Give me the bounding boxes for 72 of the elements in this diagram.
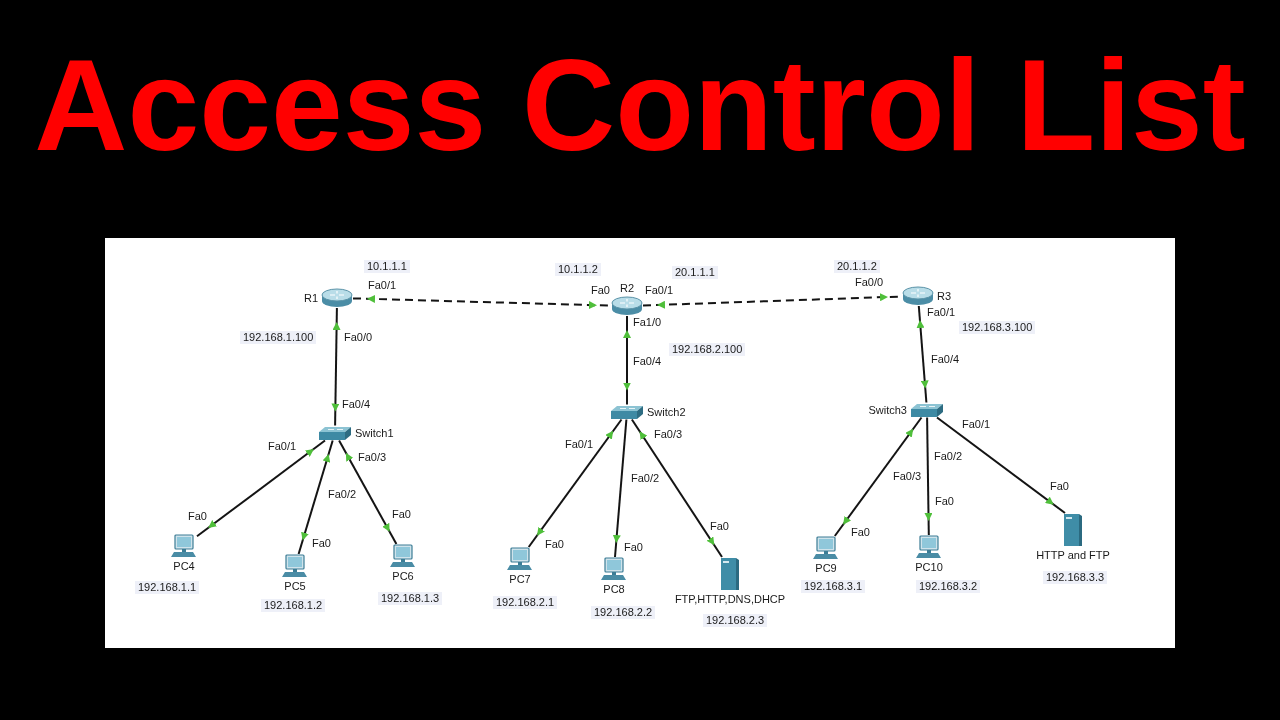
- connection-line: [924, 416, 933, 536]
- port-label: Fa0/4: [931, 353, 960, 366]
- ip-address-label: 192.168.2.100: [669, 343, 746, 356]
- device-label: FTP,HTTP,DNS,DHCP: [674, 593, 786, 606]
- device-label: R2: [619, 282, 635, 295]
- port-label: Fa0: [935, 495, 954, 508]
- device-label: Switch2: [647, 405, 686, 419]
- port-label: Fa0: [392, 508, 411, 521]
- ip-address-label: 192.168.1.3: [378, 592, 443, 605]
- port-label: Fa0: [591, 284, 610, 297]
- device-label: PC6: [392, 570, 414, 583]
- device-label: PC9: [815, 562, 837, 575]
- connection-line: [623, 315, 631, 406]
- port-label: Fa0/2: [934, 450, 963, 463]
- device-label: Switch1: [355, 426, 394, 440]
- port-label: Fa0/2: [328, 488, 357, 501]
- device-label: PC10: [915, 561, 943, 574]
- ip-address-label: 192.168.1.100: [240, 331, 317, 344]
- ip-address-label: 192.168.2.2: [591, 606, 656, 619]
- device-label: Switch3: [868, 403, 907, 417]
- device-label: PC5: [284, 580, 306, 593]
- port-label: Fa0/3: [358, 451, 387, 464]
- port-label: Fa0: [312, 537, 331, 550]
- ip-address-label: 192.168.2.3: [703, 614, 768, 627]
- device-label: PC7: [509, 573, 531, 586]
- device-label: HTTP and FTP: [1036, 549, 1110, 562]
- device-label: R1: [303, 291, 318, 305]
- port-label: Fa0/0: [855, 276, 884, 289]
- ip-address-label: 10.1.1.1: [364, 260, 410, 273]
- port-label: Fa0/1: [962, 418, 991, 431]
- port-label: Fa0/4: [342, 398, 371, 411]
- ip-address-label: 192.168.3.1: [801, 580, 866, 593]
- port-label: Fa0/3: [893, 470, 922, 483]
- port-label: Fa0: [545, 538, 564, 551]
- connection-line: [527, 418, 623, 548]
- port-label: Fa0/3: [654, 428, 683, 441]
- port-label: Fa0: [188, 510, 207, 523]
- connection-line: [331, 307, 341, 427]
- port-label: Fa0/1: [368, 279, 397, 292]
- ip-address-label: 20.1.1.2: [834, 260, 880, 273]
- device-label: R3: [937, 289, 952, 303]
- port-label: Fa0: [710, 520, 729, 533]
- ip-address-label: 20.1.1.1: [672, 266, 718, 279]
- port-label: Fa0/2: [631, 472, 660, 485]
- connection-line: [297, 439, 334, 555]
- ip-address-label: 192.168.2.1: [493, 596, 558, 609]
- connection-line: [833, 416, 923, 537]
- title: Access Control List: [34, 41, 1246, 170]
- port-label: Fa0/0: [344, 331, 373, 344]
- port-label: Fa0: [851, 526, 870, 539]
- ip-address-label: 192.168.3.3: [1043, 571, 1108, 584]
- port-label: Fa0/1: [645, 284, 674, 297]
- port-label: Fa0: [624, 541, 643, 554]
- connection-line: [916, 305, 929, 404]
- port-label: Fa1/0: [633, 316, 662, 329]
- connection-line: [338, 439, 398, 545]
- ip-address-label: 192.168.3.100: [959, 321, 1036, 334]
- connection-line: [612, 418, 628, 558]
- device-label: PC4: [173, 560, 195, 573]
- port-label: Fa0: [1050, 480, 1069, 493]
- port-label: Fa0/1: [268, 440, 297, 453]
- ip-address-label: 10.1.1.2: [555, 263, 601, 276]
- ip-address-label: 192.168.1.2: [261, 599, 326, 612]
- port-label: Fa0/4: [633, 355, 662, 368]
- connection-line: [196, 439, 326, 538]
- ip-address-label: 192.168.1.1: [135, 581, 200, 594]
- device-label: PC8: [603, 583, 625, 596]
- ip-address-label: 192.168.3.2: [916, 580, 981, 593]
- port-label: Fa0/1: [927, 306, 956, 319]
- port-label: Fa0/1: [565, 438, 594, 451]
- connection-line: [630, 418, 723, 558]
- connection-line: [936, 416, 1066, 514]
